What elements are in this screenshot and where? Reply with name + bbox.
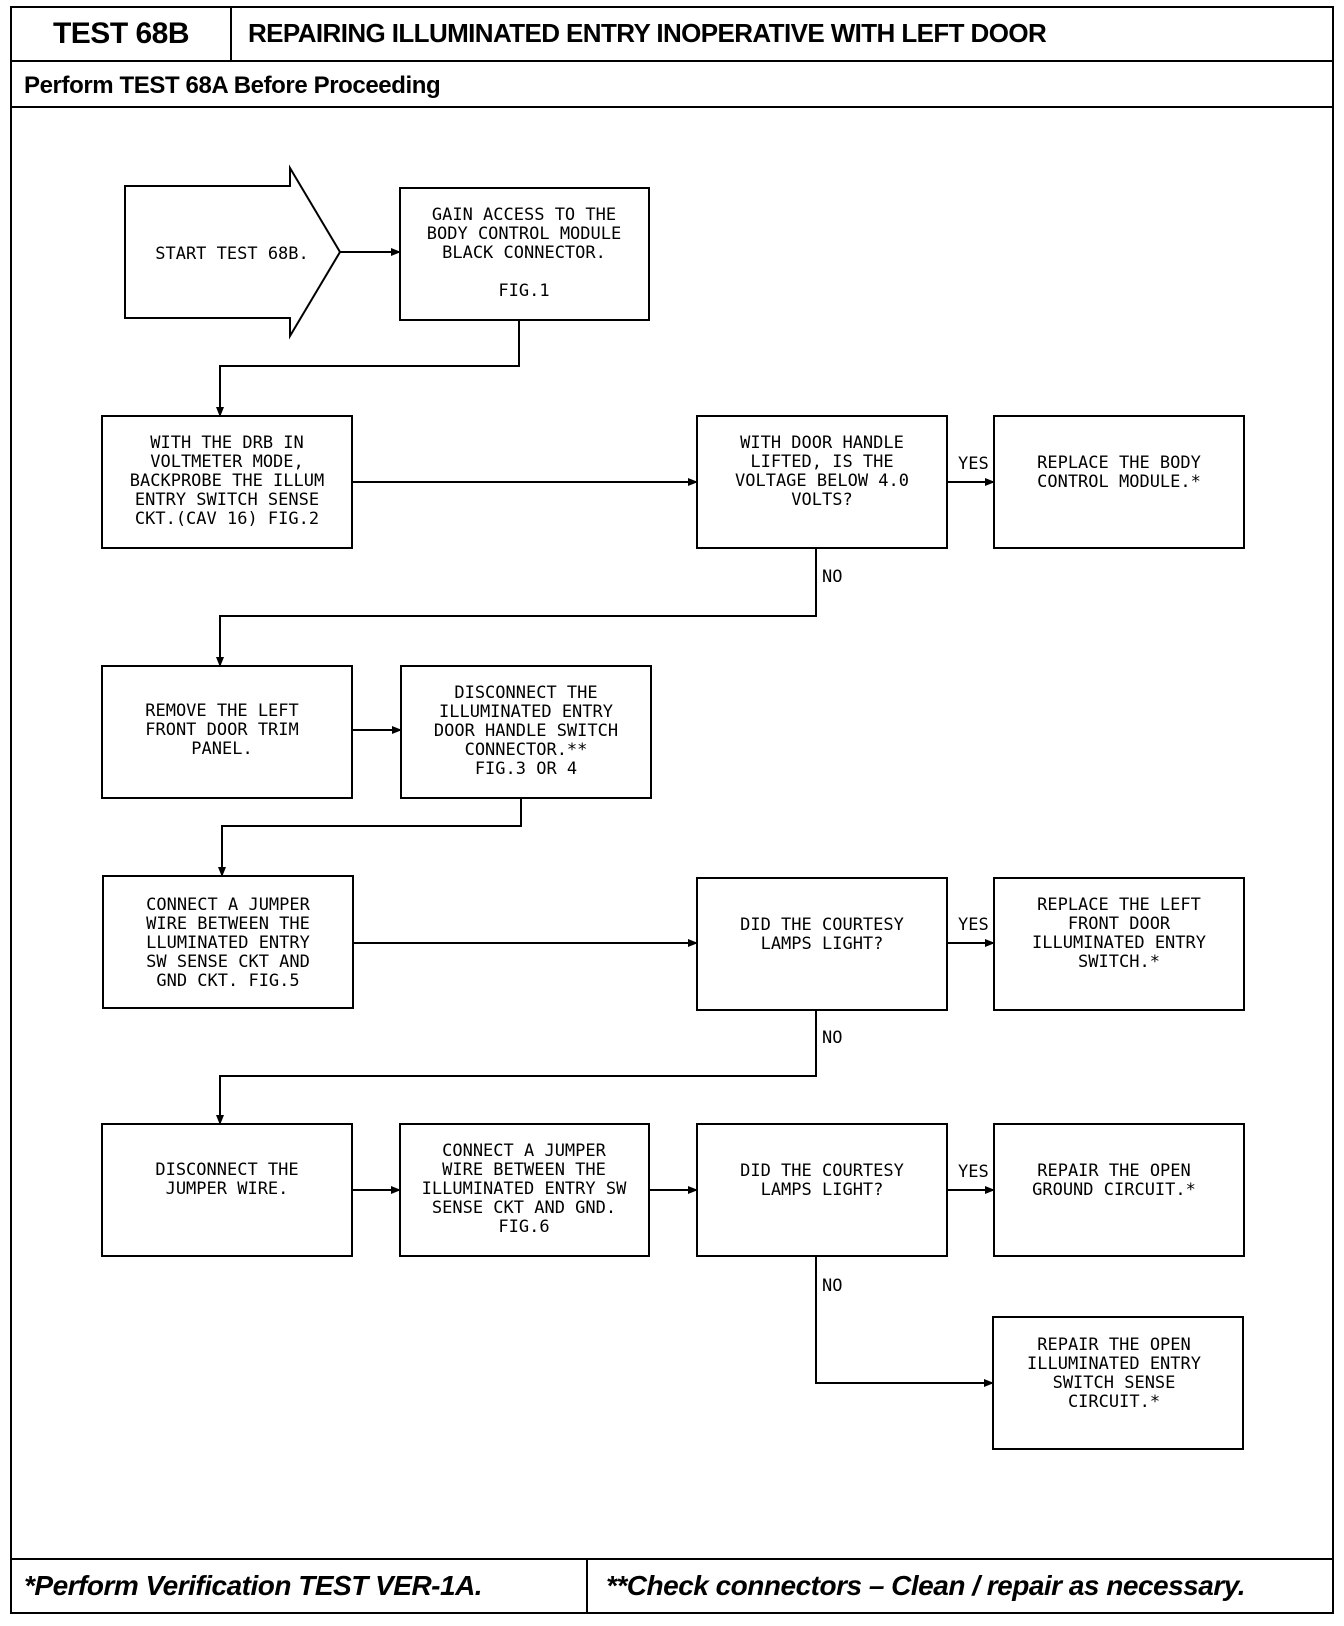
backprobe-line: BACKPROBE THE ILLUM bbox=[130, 471, 324, 491]
disconnect-switch-line: CONNECTOR.** bbox=[465, 740, 588, 760]
replace-switch-line: SWITCH.* bbox=[1078, 952, 1160, 972]
repair-sense-line: CIRCUIT.* bbox=[1068, 1392, 1160, 1412]
no-label-1: NO bbox=[822, 567, 842, 587]
disconnect-switch-box bbox=[400, 665, 652, 799]
test-title: REPAIRING ILLUMINATED ENTRY INOPERATIVE … bbox=[248, 18, 1047, 48]
disconnect-switch-line: ILLUMINATED ENTRY bbox=[439, 702, 613, 722]
replace-bcm-line: CONTROL MODULE.* bbox=[1037, 472, 1201, 492]
disconnect-switch-line: DOOR HANDLE SWITCH bbox=[434, 721, 618, 741]
prerequisite-note: Perform TEST 68A Before Proceeding bbox=[24, 72, 441, 99]
footer-verification-note: *Perform Verification TEST VER-1A. bbox=[12, 1560, 588, 1612]
repair-sense-line: SWITCH SENSE bbox=[1053, 1373, 1176, 1393]
gain-access-line: BODY CONTROL MODULE bbox=[427, 224, 621, 244]
connector-lamps2-no bbox=[815, 1256, 994, 1387]
backprobe-line: ENTRY SWITCH SENSE bbox=[135, 490, 319, 510]
lamps-q1-line: LAMPS LIGHT? bbox=[761, 934, 884, 954]
connect-jumper2-line: CONNECT A JUMPER bbox=[442, 1141, 607, 1161]
backprobe-line: CKT.(CAV 16) FIG.2 bbox=[135, 509, 319, 529]
voltage-q-line: VOLTS? bbox=[791, 490, 852, 510]
yes-label-1: YES bbox=[958, 454, 989, 474]
voltage-q-line: VOLTAGE BELOW 4.0 bbox=[735, 471, 909, 491]
lamps-q1-line: DID THE COURTESY bbox=[740, 915, 904, 935]
connect-jumper2-line: FIG.6 bbox=[498, 1217, 549, 1237]
backprobe-line: VOLTMETER MODE, bbox=[150, 452, 304, 472]
replace-bcm-box bbox=[993, 415, 1245, 549]
disconnect-switch-line: DISCONNECT THE bbox=[454, 683, 597, 703]
replace-switch-line: REPLACE THE LEFT bbox=[1037, 895, 1201, 915]
connect-jumper1-line: GND CKT. FIG.5 bbox=[156, 971, 299, 991]
repair-sense-line: ILLUMINATED ENTRY bbox=[1027, 1354, 1201, 1374]
gain-access-box bbox=[399, 187, 650, 321]
connect-jumper2-line: WIRE BETWEEN THE bbox=[442, 1160, 606, 1180]
remove-trim-box bbox=[101, 665, 353, 799]
connector-lamps1-no bbox=[216, 1010, 817, 1125]
backprobe-line: WITH THE DRB IN bbox=[150, 433, 304, 453]
test-frame: TEST 68B REPAIRING ILLUMINATED ENTRY INO… bbox=[10, 6, 1334, 1614]
disconnect-jumper-line: DISCONNECT THE bbox=[155, 1160, 298, 1180]
connect-jumper1-line: LLUMINATED ENTRY bbox=[146, 933, 310, 953]
connect-jumper2-line: ILLUMINATED ENTRY SW bbox=[422, 1179, 627, 1199]
lamps-q2-line: LAMPS LIGHT? bbox=[761, 1180, 884, 1200]
remove-trim-line: FRONT DOOR TRIM bbox=[145, 720, 299, 740]
connector-gain-to-backprobe bbox=[216, 320, 520, 417]
header-row: TEST 68B REPAIRING ILLUMINATED ENTRY INO… bbox=[12, 8, 1332, 62]
connect-jumper1-line: CONNECT A JUMPER bbox=[146, 895, 311, 915]
backprobe-box bbox=[101, 415, 353, 549]
voltage-q-line: WITH DOOR HANDLE bbox=[740, 433, 904, 453]
prerequisite-row: Perform TEST 68A Before Proceeding bbox=[12, 62, 1332, 108]
disconnect-jumper-box bbox=[101, 1123, 353, 1257]
connector-voltage-no bbox=[216, 548, 817, 667]
repair-ground-line: REPAIR THE OPEN bbox=[1037, 1161, 1191, 1181]
replace-switch-box bbox=[993, 877, 1245, 1011]
start-node-text: START TEST 68B. bbox=[155, 244, 309, 264]
lamps-question-1-box bbox=[696, 877, 948, 1011]
gain-access-line: GAIN ACCESS TO THE bbox=[432, 205, 616, 225]
start-arrow-shape bbox=[124, 164, 342, 340]
repair-sense-line: REPAIR THE OPEN bbox=[1037, 1335, 1191, 1355]
disconnect-jumper-line: JUMPER WIRE. bbox=[166, 1179, 289, 1199]
repair-sense-box bbox=[992, 1316, 1244, 1450]
footer-connector-note: **Check connectors – Clean / repair as n… bbox=[606, 1570, 1246, 1601]
yes-label-3: YES bbox=[958, 1162, 989, 1182]
test-id: TEST 68B bbox=[12, 8, 232, 60]
no-label-3: NO bbox=[822, 1276, 842, 1296]
remove-trim-line: PANEL. bbox=[191, 739, 252, 759]
connect-jumper1-line: WIRE BETWEEN THE bbox=[146, 914, 310, 934]
gain-access-line: BLACK CONNECTOR. bbox=[442, 243, 606, 263]
repair-ground-line: GROUND CIRCUIT.* bbox=[1032, 1180, 1196, 1200]
replace-switch-line: ILLUMINATED ENTRY bbox=[1032, 933, 1206, 953]
lamps-q2-line: DID THE COURTESY bbox=[740, 1161, 904, 1181]
lamps-question-2-box bbox=[696, 1123, 948, 1257]
connect-jumper1-line: SW SENSE CKT AND bbox=[146, 952, 310, 972]
connect-jumper2-line: SENSE CKT AND GND. bbox=[432, 1198, 616, 1218]
connector-disconnect-to-jumper1 bbox=[218, 798, 522, 877]
footer-row: *Perform Verification TEST VER-1A. **Che… bbox=[12, 1558, 1332, 1612]
no-label-2: NO bbox=[822, 1028, 842, 1048]
voltage-q-line: LIFTED, IS THE bbox=[750, 452, 893, 472]
gain-access-line: FIG.1 bbox=[498, 281, 549, 301]
yes-label-2: YES bbox=[958, 915, 989, 935]
remove-trim-line: REMOVE THE LEFT bbox=[145, 701, 299, 721]
replace-bcm-line: REPLACE THE BODY bbox=[1037, 453, 1201, 473]
voltage-question-box bbox=[696, 415, 948, 549]
repair-ground-box bbox=[993, 1123, 1245, 1257]
disconnect-switch-line: FIG.3 OR 4 bbox=[475, 759, 577, 779]
start-line: START TEST 68B. bbox=[155, 244, 309, 264]
replace-switch-line: FRONT DOOR bbox=[1068, 914, 1171, 934]
